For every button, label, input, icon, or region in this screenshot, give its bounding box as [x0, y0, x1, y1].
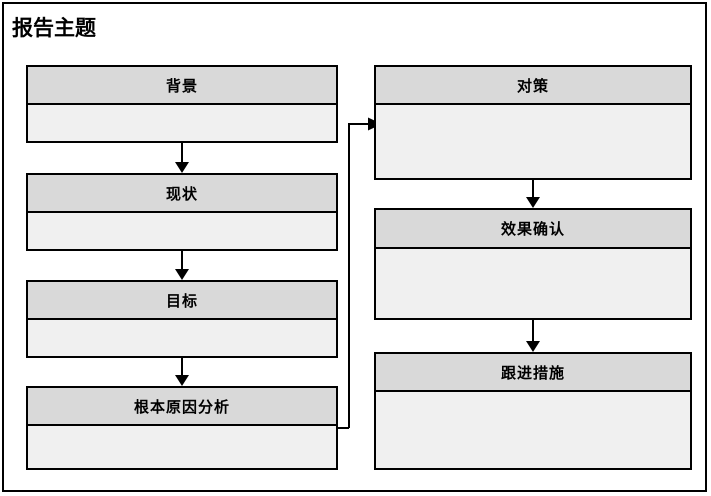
arrow-shaft — [181, 358, 183, 375]
page-title: 报告主题 — [12, 16, 96, 40]
arrow-head-down-icon — [526, 341, 540, 352]
flow-box-body[interactable] — [376, 105, 690, 178]
flow-box-body[interactable] — [28, 213, 336, 249]
arrow-head-down-icon — [175, 375, 189, 386]
flow-box-header: 根本原因分析 — [28, 388, 336, 426]
flow-box-countermeasure[interactable]: 对策 — [374, 65, 692, 180]
arrow-head-down-icon — [526, 197, 540, 208]
arrow-effect-to-followup — [522, 320, 544, 352]
arrow-shaft — [532, 180, 534, 197]
flow-box-header: 效果确认 — [376, 210, 690, 249]
arrow-shaft — [181, 251, 183, 269]
flow-box-header: 背景 — [28, 67, 336, 105]
flow-box-body[interactable] — [28, 320, 336, 356]
arrow-shaft — [181, 143, 183, 162]
flow-box-header: 现状 — [28, 175, 336, 213]
flow-box-header: 目标 — [28, 282, 336, 320]
flow-box-followup-actions[interactable]: 跟进措施 — [374, 352, 692, 470]
flow-box-effect-confirmation[interactable]: 效果确认 — [374, 208, 692, 320]
arrow-goal-to-root-cause — [171, 358, 193, 386]
arrow-background-to-current — [171, 143, 193, 173]
flow-box-header: 对策 — [376, 67, 690, 105]
arrow-head-down-icon — [175, 269, 189, 280]
flow-box-body[interactable] — [376, 249, 690, 318]
arrow-shaft — [532, 320, 534, 341]
flow-box-background[interactable]: 背景 — [26, 65, 338, 143]
flow-box-header: 跟进措施 — [376, 354, 690, 392]
flow-box-goal[interactable]: 目标 — [26, 280, 338, 358]
flow-box-current-state[interactable]: 现状 — [26, 173, 338, 251]
arrow-current-to-goal — [171, 251, 193, 280]
arrow-head-down-icon — [175, 162, 189, 173]
flow-box-body[interactable] — [28, 426, 336, 468]
flow-box-root-cause-analysis[interactable]: 根本原因分析 — [26, 386, 338, 470]
flow-box-body[interactable] — [28, 105, 336, 141]
arrow-countermeasure-to-effect — [522, 180, 544, 208]
flow-box-body[interactable] — [376, 392, 690, 468]
